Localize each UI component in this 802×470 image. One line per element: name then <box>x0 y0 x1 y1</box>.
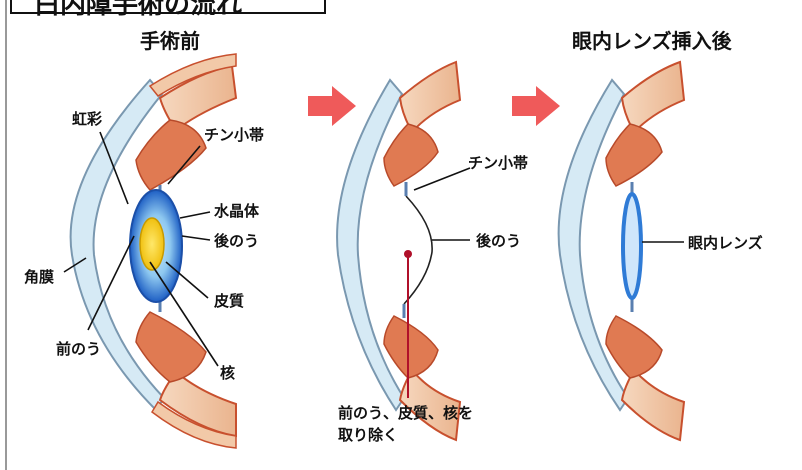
label-anterior-capsule: 前のう <box>56 340 101 358</box>
arrow-2-icon <box>512 86 560 126</box>
label-posterior-capsule: 後のう <box>213 232 259 250</box>
sclera-upper-outer-before <box>148 53 237 97</box>
iris-lower-during <box>383 315 439 379</box>
eye-after <box>557 60 686 442</box>
label-nucleus: 核 <box>220 364 235 382</box>
iris-lower-before <box>135 311 207 383</box>
leader-lines-before <box>63 131 219 367</box>
sclera-upper-before <box>158 64 238 132</box>
heading-before: 手術前 <box>140 29 200 53</box>
label-removal-line1: 前のう、皮質、核を <box>338 404 473 422</box>
label-cortex: 皮質 <box>214 292 244 310</box>
label-lens: 水晶体 <box>214 202 260 220</box>
cornea-after <box>557 78 630 412</box>
probe-tip <box>404 250 412 258</box>
label-zonule: チン小帯 <box>204 126 264 144</box>
label-posterior-capsule-2: 後のう <box>475 232 521 250</box>
label-cornea: 角膜 <box>24 268 54 286</box>
sclera-lower-during <box>398 368 462 442</box>
iris-upper-before <box>135 119 207 191</box>
label-zonule-2: チン小帯 <box>468 154 528 172</box>
sclera-lower-outer-before <box>151 400 237 449</box>
iris-lower-after <box>605 315 663 379</box>
iris-upper-during <box>383 123 439 187</box>
eye-before <box>69 53 238 449</box>
label-removal-line2: 取り除く <box>338 426 398 444</box>
heading-after: 眼内レンズ挿入後 <box>572 29 733 53</box>
title-box: 白内障手術の流れ <box>10 0 326 20</box>
sclera-lower-after <box>620 368 686 442</box>
sclera-upper-after <box>620 60 686 134</box>
lens-nucleus <box>139 217 165 271</box>
intraocular-lens <box>621 192 643 300</box>
sclera-upper-during <box>398 60 462 134</box>
arrow-1-icon <box>308 86 356 126</box>
iris-upper-after <box>605 123 663 187</box>
sclera-lower-before <box>158 370 237 438</box>
leader-lines-during <box>413 167 471 241</box>
label-iris: 虹彩 <box>72 110 102 128</box>
diagram-title: 白内障手術の流れ <box>34 0 243 20</box>
eye-during <box>336 60 462 442</box>
empty-capsule <box>403 195 433 305</box>
label-iol: 眼内レンズ <box>688 234 763 252</box>
